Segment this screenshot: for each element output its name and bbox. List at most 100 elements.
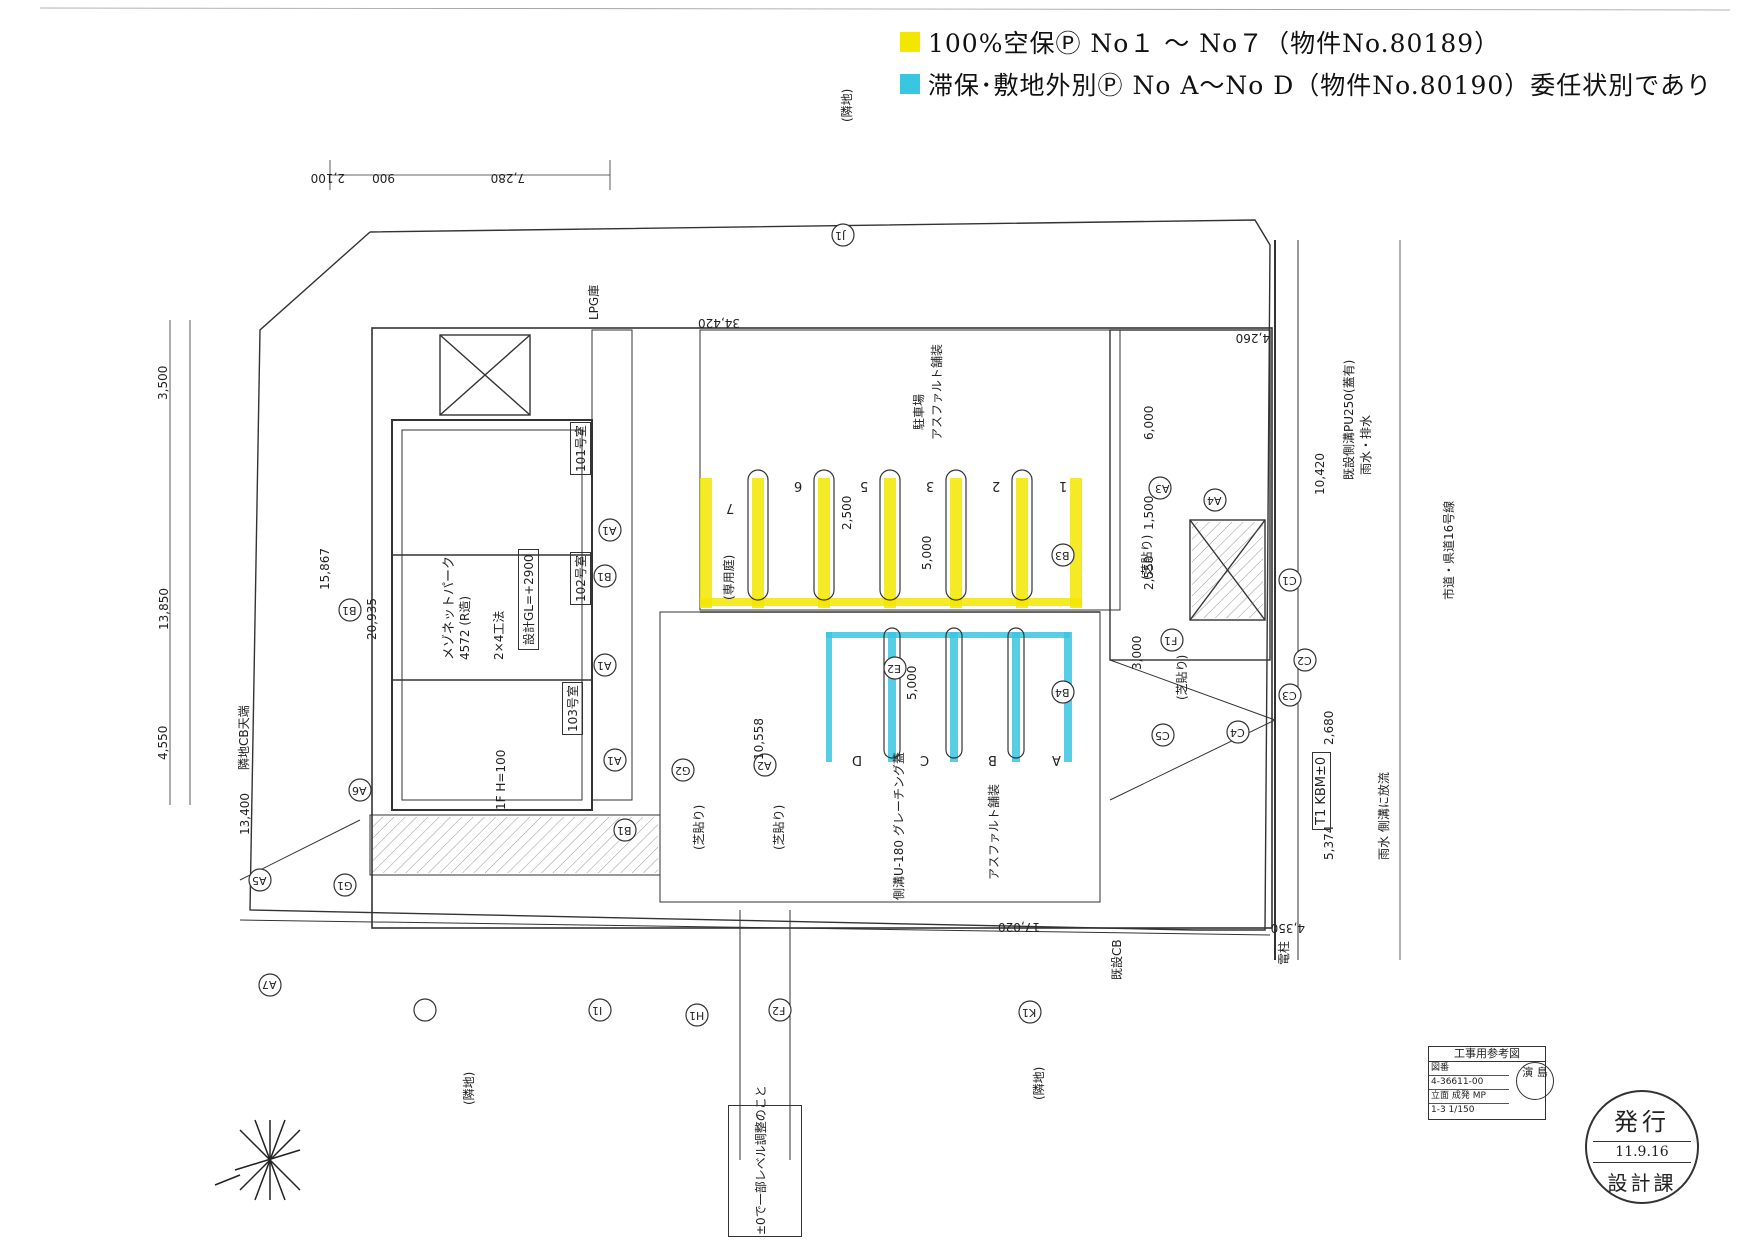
dim-top-c: 900 (372, 171, 395, 185)
yellow-base-line (700, 598, 1082, 606)
stamp-date: 11.9.16 (1593, 1141, 1691, 1163)
marker-b4: B4 (1055, 686, 1070, 699)
slot-letter-a: A (1052, 752, 1061, 767)
dim-bottom-a: 13,400 (238, 793, 252, 835)
marker-h1: H1 (689, 1009, 705, 1022)
label-neighbor-bottom-left: (隣地) (462, 1071, 476, 1105)
marker-b1-3: B1 (617, 824, 632, 837)
cyan-slot-line (1012, 632, 1020, 762)
building-detail: 4572 (R造) (458, 595, 472, 660)
slot-letter-d: D (852, 752, 863, 767)
cyan-swatch (900, 74, 920, 94)
title-block-line2: 4-36611-00 (1429, 1076, 1509, 1090)
yellow-slot-line (884, 478, 896, 608)
label-pu250: 既設側溝PU250(蓋有) (1342, 359, 1356, 480)
cyan-base-line (826, 632, 1070, 638)
label-slope-2: (芝貼り) (1140, 534, 1154, 580)
cyan-slot-line (950, 632, 958, 762)
yellow-slot-line (700, 478, 712, 608)
dim-aisle: 5,000 (905, 665, 919, 700)
marker-a2: A2 (757, 759, 772, 772)
dim-left-1: 3,500 (156, 365, 170, 400)
hatched-block (1192, 522, 1263, 618)
marker-a1-2: A1 (597, 659, 612, 672)
marker-b1: B1 (342, 604, 357, 617)
slot-letter-c: C (920, 752, 930, 767)
slot-number-5: 5 (860, 478, 869, 493)
issue-stamp: 発行 11.9.16 設計課 (1585, 1090, 1699, 1204)
dim-right-1: 4,260 (1235, 331, 1270, 345)
title-block-line4: 1-3 1/150 (1431, 1105, 1475, 1115)
marker-f2: F2 (772, 1004, 786, 1017)
label-lp-gas: LPG庫 (587, 284, 601, 320)
yellow-slot-line (1070, 478, 1082, 608)
legend-yellow: 100%空保Ⓟ No１ ～ No７（物件No.80189） (900, 22, 1500, 62)
dim-small-4: 3,000 (1130, 635, 1144, 670)
floor-level: 1F H=100 (494, 749, 508, 810)
label-water: 雨水・排水 (1359, 414, 1373, 475)
legend-cyan-text: 滞保･敷地外別Ⓟ No A～No D（物件No.80190）委任状別であり (928, 71, 1713, 100)
label-tenant: (専用庭) (722, 554, 736, 600)
cyan-slot-line (826, 632, 832, 762)
marker-c4: C4 (1230, 726, 1245, 739)
yellow-slot-line (1016, 478, 1028, 608)
dim-small-6: 5,374 (1322, 825, 1336, 860)
marker-a1-1: A1 (602, 524, 617, 537)
marker-c5: C5 (1155, 729, 1170, 742)
slot-number-3: 3 (926, 478, 935, 493)
slot-letter-b: B (988, 752, 997, 767)
marker-b1-2: B1 (597, 570, 612, 583)
label-asphalt: アスファルト舗装 (930, 343, 944, 440)
marker-k1: K1 (1022, 1006, 1037, 1019)
title-block-line1: 図番 (1429, 1062, 1509, 1076)
legend-cyan: 滞保･敷地外別Ⓟ No A～No D（物件No.80190）委任状別であり (900, 64, 1712, 104)
marker-i1: I1 (592, 1004, 603, 1017)
marker-c2: C2 (1297, 654, 1312, 667)
hatched-paving (372, 817, 658, 873)
marker-b3: B3 (1055, 549, 1070, 562)
label-neighbor-cb: 隣地CB天端 (237, 705, 251, 770)
dim-top-b: 7,280 (490, 171, 525, 185)
marker-a1-3: A1 (607, 754, 622, 767)
dim-right-total: 10,420 (1313, 453, 1327, 495)
label-slope-3: (芝貼り) (692, 804, 706, 850)
slot-number-7: 7 (726, 500, 735, 515)
dim-top-total: 34,420 (698, 316, 740, 330)
north-arrow (214, 1119, 301, 1201)
cyan-parking-group (826, 632, 1072, 762)
dim-left-a: 15,867 (318, 548, 332, 590)
title-block-header: 工事用参考図 (1429, 1047, 1545, 1062)
dim-small-5: 2,680 (1322, 710, 1336, 745)
room-101: 101号室 (570, 422, 591, 475)
label-rain: 雨水 側溝に放流 (1377, 772, 1391, 860)
building-units: 2×4工法 (492, 610, 506, 660)
dim-left-total: 13,850 (157, 588, 171, 630)
label-neighbor-top: (隣地) (840, 88, 854, 122)
label-slope-4: (芝貼り) (772, 804, 786, 850)
label-parking: 駐車場 (912, 393, 926, 430)
dim-bottom-b: 10,558 (752, 718, 766, 760)
building-gl: 設計GL=+2900 (518, 549, 539, 650)
dim-left-b: 20,935 (365, 598, 379, 640)
dim-small-1: 1,500 (1142, 495, 1156, 530)
label-neighbor-bottom-right: (隣地) (1032, 1066, 1046, 1100)
dim-slot-length: 5,000 (920, 535, 934, 570)
dim-small-3: 6,000 (1142, 405, 1156, 440)
marker-j1: J1 (835, 229, 846, 242)
marker-a5: A5 (252, 874, 267, 887)
title-block-line3: 立面 成発 MP (1429, 1090, 1509, 1104)
legend-yellow-text: 100%空保Ⓟ No１ ～ No７（物件No.80189） (928, 29, 1501, 58)
marker-c3: C3 (1282, 689, 1297, 702)
yellow-slot-line (950, 478, 962, 608)
marker-a7: A7 (262, 978, 277, 991)
label-drain: 側溝U-180 グレーチング蓋 (892, 752, 906, 900)
marker-g1: G1 (337, 879, 353, 892)
label-existing-cb: 既設CB (1110, 939, 1124, 980)
marker-g2: G2 (675, 764, 691, 777)
room-103: 103号室 (562, 682, 583, 735)
yellow-slot-line (752, 478, 764, 608)
room-102: 102号室 (570, 552, 591, 605)
slot-number-6: 6 (794, 478, 803, 493)
marker-a6: A6 (352, 784, 367, 797)
